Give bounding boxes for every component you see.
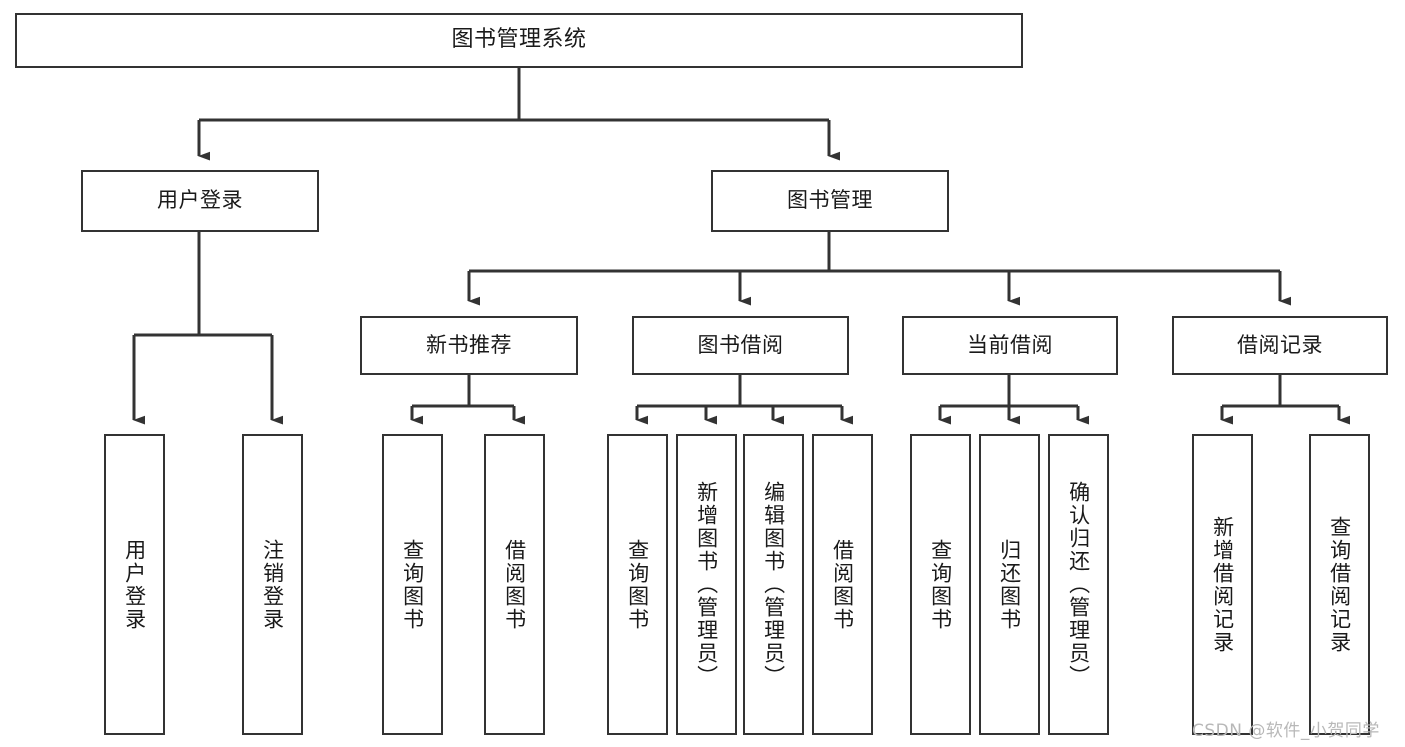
- node-label: 当前借阅: [967, 332, 1053, 357]
- node-label: 用户登录: [122, 538, 147, 631]
- node-label: 借阅记录: [1237, 332, 1323, 357]
- node-label: 图书管理: [787, 188, 873, 213]
- node-label: 新增图书（管理员）: [694, 481, 719, 688]
- leaf-add-borrow-record[interactable]: 新增借阅记录: [1192, 434, 1253, 735]
- node-label: 编辑图书（管理员）: [761, 481, 786, 688]
- leaf-return-book[interactable]: 归还图书: [979, 434, 1040, 735]
- leaf-query-book-current[interactable]: 查询图书: [910, 434, 971, 735]
- node-label: 新增借阅记录: [1210, 515, 1235, 654]
- node-label: 确认归还（管理员）: [1066, 481, 1091, 688]
- node-label: 查询图书: [400, 538, 425, 631]
- node-label: 归还图书: [997, 538, 1022, 631]
- node-borrow-record[interactable]: 借阅记录: [1172, 316, 1388, 375]
- leaf-query-book-borrow[interactable]: 查询图书: [607, 434, 668, 735]
- leaf-borrow-book-recommend[interactable]: 借阅图书: [484, 434, 545, 735]
- leaf-logout-login[interactable]: 注销登录: [242, 434, 303, 735]
- node-label: 新书推荐: [426, 332, 512, 357]
- node-label: 图书借阅: [697, 332, 784, 357]
- node-user-login[interactable]: 用户登录: [81, 170, 319, 232]
- leaf-borrow-book[interactable]: 借阅图书: [812, 434, 873, 735]
- node-book-manage[interactable]: 图书管理: [711, 170, 949, 232]
- node-label: 注销登录: [260, 538, 285, 631]
- watermark-text: CSDN @软件_小贺同学: [1192, 721, 1380, 741]
- leaf-add-book-admin[interactable]: 新增图书（管理员）: [676, 434, 737, 735]
- leaf-user-login[interactable]: 用户登录: [104, 434, 165, 735]
- node-label: 查询借阅记录: [1327, 515, 1352, 654]
- leaf-query-borrow-record[interactable]: 查询借阅记录: [1309, 434, 1370, 735]
- leaf-edit-book-admin[interactable]: 编辑图书（管理员）: [743, 434, 804, 735]
- leaf-query-book-recommend[interactable]: 查询图书: [382, 434, 443, 735]
- node-current-borrow[interactable]: 当前借阅: [902, 316, 1118, 375]
- node-new-book-recommend[interactable]: 新书推荐: [360, 316, 578, 375]
- node-root-book-management-system[interactable]: 图书管理系统: [15, 13, 1023, 68]
- node-label: 借阅图书: [830, 538, 855, 631]
- node-book-borrow[interactable]: 图书借阅: [632, 316, 849, 375]
- node-label: 查询图书: [928, 538, 953, 631]
- node-label: 用户登录: [157, 188, 243, 213]
- node-label: 查询图书: [625, 538, 650, 631]
- node-label: 借阅图书: [502, 538, 527, 631]
- leaf-confirm-return-admin[interactable]: 确认归还（管理员）: [1048, 434, 1109, 735]
- node-label: 图书管理系统: [451, 27, 587, 53]
